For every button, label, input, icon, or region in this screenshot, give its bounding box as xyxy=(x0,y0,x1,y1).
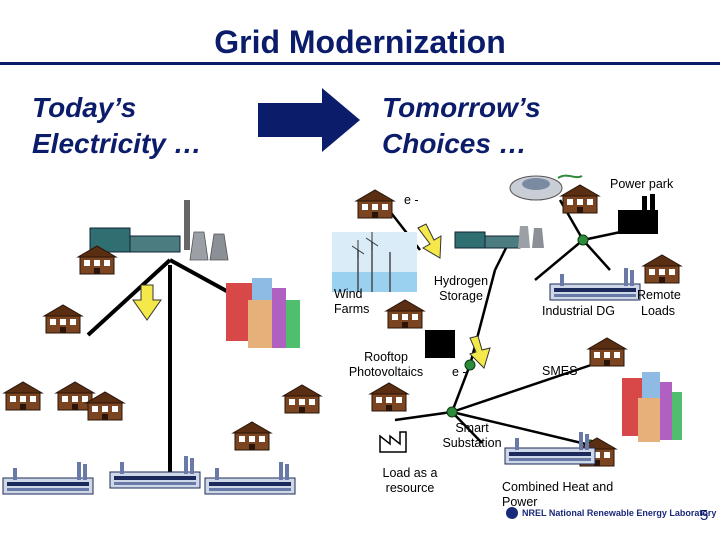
today-grid-lines xyxy=(86,258,244,480)
chp-label: Combined Heat and Power xyxy=(502,480,613,510)
node-power-park xyxy=(577,234,589,246)
hydrogen-line-1: Hydrogen xyxy=(433,274,489,288)
nrel-logo-text: NREL National Renewable Energy Laborator… xyxy=(522,508,717,518)
power-park-label: Power park xyxy=(610,177,674,191)
electron-mid-label: e - xyxy=(452,365,467,379)
rooftop-yellow-arrow xyxy=(469,335,491,369)
node-rooftop xyxy=(464,359,476,371)
wind-farms-line-2: Farms xyxy=(334,302,370,316)
wind-farms-label: Wind Farms xyxy=(334,287,369,317)
house-icons xyxy=(3,184,682,467)
load-line-1: Load as a xyxy=(382,466,438,480)
storage-block-icon xyxy=(425,330,455,358)
node-smart-substation xyxy=(446,406,458,418)
rooftop-line-1: Rooftop xyxy=(364,350,408,364)
hydrogen-plant-icon xyxy=(454,226,544,249)
today-heading: Today’s Electricity … xyxy=(32,90,202,162)
power-park-factory-icon xyxy=(618,194,658,234)
hydrogen-storage-label: Hydrogen Storage xyxy=(428,274,494,304)
tomorrow-line-2: Choices … xyxy=(382,128,527,159)
rooftop-line-2: Photovoltaics xyxy=(348,365,424,379)
wind-farm-icon xyxy=(332,232,417,292)
page-number: 5 xyxy=(700,507,709,524)
electron-top-label: e - xyxy=(404,193,419,207)
tomorrow-line-1: Tomorrow’s xyxy=(382,92,541,123)
smart-line-1: Smart xyxy=(455,421,489,435)
smes-label: SMES xyxy=(542,364,578,378)
tomorrow-heading: Tomorrow’s Choices … xyxy=(382,90,541,162)
remote-label-2: Loads xyxy=(641,304,676,318)
central-power-plant-icon xyxy=(89,200,229,261)
load-factory-icon xyxy=(379,431,407,453)
today-line-2: Electricity … xyxy=(32,128,202,159)
transition-arrow xyxy=(258,88,360,152)
smart-substation-label: Smart Substation xyxy=(432,421,512,451)
title-underline xyxy=(0,62,720,65)
slide-title: Grid Modernization xyxy=(214,24,506,60)
nrel-logo-icon xyxy=(500,506,690,520)
chp-buildings-icon xyxy=(622,372,682,442)
load-line-2: resource xyxy=(385,481,435,495)
wind-yellow-arrow xyxy=(417,223,442,259)
grid-nodes xyxy=(446,234,596,451)
industrial-dg-label: Industrial DG xyxy=(542,304,615,318)
electric-car-icon xyxy=(509,174,583,201)
wind-farms-line-1: Wind xyxy=(334,287,363,301)
today-yellow-arrow xyxy=(132,284,162,321)
remote-label-1: Remote xyxy=(637,288,681,302)
rooftop-pv-label: Rooftop Photovoltaics xyxy=(336,350,436,380)
smart-line-2: Substation xyxy=(442,436,502,450)
hydrogen-line-2: Storage xyxy=(439,289,483,303)
commercial-buildings-icon xyxy=(226,278,300,348)
chp-line-2: Power xyxy=(502,495,538,509)
chp-line-1: Combined Heat and xyxy=(502,480,614,494)
today-line-1: Today’s xyxy=(32,92,137,123)
load-resource-label: Load as a resource xyxy=(370,466,450,496)
